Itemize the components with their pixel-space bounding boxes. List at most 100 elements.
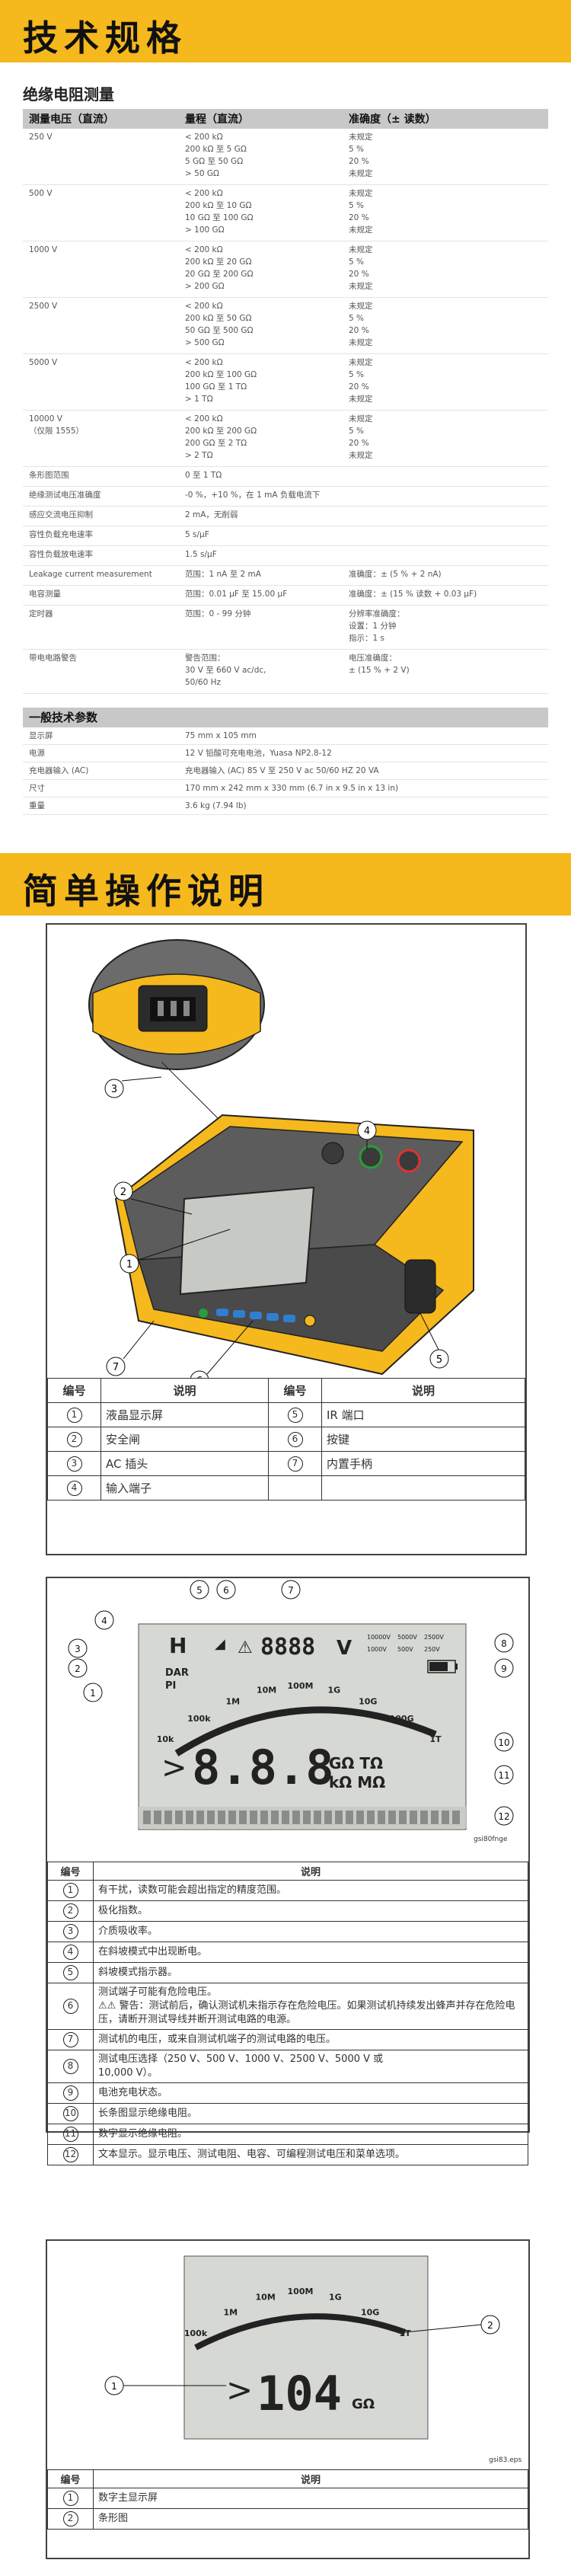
voltage-cell: 250 V	[23, 129, 179, 185]
callout-number: 4	[62, 1945, 78, 1960]
battery-icon	[427, 1660, 458, 1673]
callout-number: 12	[62, 2147, 78, 2162]
voltage-cell-line: （仅限 1555）	[29, 427, 85, 436]
scale-label: 1G	[329, 2292, 342, 2302]
svg-text:>: >	[226, 2371, 253, 2408]
range-cell-line: 200 kΩ 至 50 GΩ	[185, 314, 252, 323]
spec-key-line: 充电器输入 (AC)	[29, 766, 89, 775]
text-segment	[420, 1811, 428, 1824]
text-segment	[164, 1811, 172, 1824]
accuracy-cell-line: 5 %	[349, 370, 364, 379]
text-segment	[388, 1811, 396, 1824]
num-cell: 2	[47, 1900, 94, 1922]
range-cell-line: > 100 GΩ	[185, 225, 225, 235]
desc-cell: 电池充电状态。	[93, 2082, 528, 2104]
scale-label: 1M	[224, 2308, 238, 2318]
range-cell-line: 200 kΩ 至 200 GΩ	[185, 427, 257, 436]
spec-value: 充电器输入 (AC) 85 V 至 250 V ac 50/60 HZ 20 V…	[179, 762, 548, 780]
spec-value: 170 mm x 242 mm x 330 mm (6.7 in x 9.5 i…	[179, 779, 548, 797]
accuracy-cell-line: 未规定	[349, 338, 373, 347]
volt-1000: 1000V	[367, 1646, 387, 1653]
spec-key: 显示屏	[23, 727, 179, 745]
accuracy-cell-line: 未规定	[349, 414, 373, 423]
text-segment	[186, 1811, 193, 1824]
num-cell: 6	[268, 1427, 322, 1452]
range-cell-line: 5 GΩ 至 50 GΩ	[185, 157, 244, 166]
svg-text:1: 1	[90, 1688, 96, 1699]
svg-text:>: >	[161, 1750, 187, 1785]
range-cell-line: 0 至 1 TΩ	[185, 471, 222, 480]
text-segment	[218, 1811, 225, 1824]
text-segment	[250, 1811, 257, 1824]
bar-segments	[143, 1811, 460, 1824]
keypad	[199, 1309, 316, 1327]
scale-label: 10G	[361, 2308, 379, 2318]
text-segment	[282, 1811, 289, 1824]
text-segment	[442, 1811, 449, 1824]
accuracy-cell-line: 指示：1 s	[349, 634, 384, 643]
desc-cell: 有干扰，读数可能会超出指定的精度范围。	[93, 1880, 528, 1901]
desc-cell: 数字主显示屏	[93, 2488, 528, 2509]
voltage-cell-line: 5000 V	[29, 358, 58, 367]
voltage-cell: 绝缘测试电压准确度	[23, 486, 179, 507]
range-cell-line: 范围：0 - 99 分钟	[185, 609, 251, 618]
lcd-panel: H ◢ ⚠ 8888 V 10000V 5000V 2500V 1000V 50…	[46, 1577, 530, 2165]
range-cell-line: < 200 kΩ	[185, 133, 223, 142]
scale-label: 1T	[399, 2328, 411, 2338]
range-cell: 范围：0.01 μF 至 15.00 μF	[179, 585, 343, 606]
svg-text:◢: ◢	[215, 1636, 225, 1652]
text-segment	[335, 1811, 343, 1824]
accuracy-cell-line: 设置：1 分钟	[349, 622, 397, 631]
text-segment	[292, 1811, 300, 1824]
range-cell: 0 至 1 TΩ	[179, 466, 343, 487]
range-cell-line: 200 kΩ 至 20 GΩ	[185, 257, 252, 267]
spec-value: 3.6 kg (7.94 lb)	[179, 797, 548, 815]
desc-cell-line: 介质吸收率。	[98, 1926, 158, 1937]
range-cell-line: 1.5 s/μF	[185, 550, 217, 559]
svg-text:2: 2	[487, 2320, 493, 2331]
range-cell: 警告范围：30 V 至 660 V ac/dc,50/60 Hz	[179, 649, 343, 694]
desc-cell-line: 数字主显示屏	[98, 2492, 158, 2504]
desc-cell-line: 电池充电状态。	[98, 2087, 168, 2098]
num-cell: 7	[268, 1451, 322, 1476]
svg-text:3: 3	[111, 1084, 117, 1095]
text-segment	[324, 1811, 332, 1824]
svg-text:8: 8	[501, 1638, 507, 1649]
num-cell: 10	[47, 2103, 94, 2124]
voltage-cell: 带电电路警告	[23, 649, 179, 694]
scale-label: 10G	[359, 1697, 377, 1707]
voltage-cell: 容性负载充电速率	[23, 526, 179, 546]
range-cell-line: 50/60 Hz	[185, 678, 222, 687]
spec-key-line: 重量	[29, 801, 45, 810]
col-range: 量程（直流）	[179, 109, 343, 129]
voltage-cell-line: Leakage current measurement	[29, 570, 152, 579]
callout-number: 6	[287, 1432, 303, 1447]
range-cell: -0 %，+10 %，在 1 mA 负载电流下	[179, 486, 343, 507]
range-cell: 2 mA，无削弱	[179, 506, 343, 526]
text-segment	[356, 1811, 364, 1824]
desc-cell: 测试电压选择（250 V、500 V、1000 V、2500 V、5000 V …	[93, 2050, 528, 2083]
scale-label: 100M	[288, 2287, 314, 2296]
desc-cell-line: 有干扰，读数可能会超出指定的精度范围。	[98, 1884, 287, 1896]
